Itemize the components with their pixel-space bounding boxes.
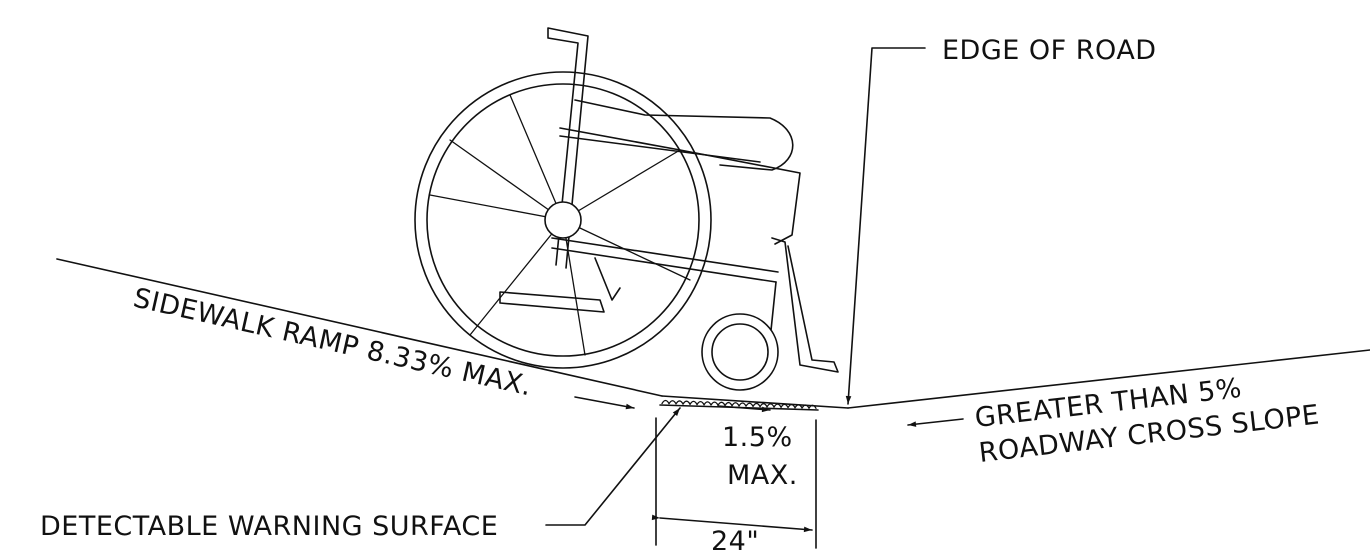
- roadway-surface: [847, 349, 1370, 409]
- detectable-warning-leader: [545, 407, 681, 526]
- rear-wheel-tire: [414, 71, 712, 369]
- landing-slope-arrow: [717, 405, 771, 413]
- sidewalk-ramp-surface: [56, 258, 663, 397]
- edge-of-road-label: EDGE OF ROAD: [942, 35, 1157, 66]
- landing-width-dimension: 24": [651, 417, 817, 550]
- edge-of-road-leader: [845, 47, 926, 405]
- sidewalk-ramp-arrow: [574, 396, 635, 410]
- rear-wheel-hub: [544, 201, 582, 239]
- roadway-slope-callout: GREATER THAN 5% ROADWAY CROSS SLOPE: [907, 373, 1321, 469]
- backrest: [559, 99, 794, 171]
- caster-rim: [711, 323, 769, 381]
- ground-profile: [56, 258, 1370, 409]
- landing-slope-value: 1.5%: [722, 422, 793, 453]
- warning-domes: [661, 399, 817, 409]
- side-guard: [499, 291, 605, 313]
- push-handle: [547, 27, 589, 269]
- roadway-slope-arrow: [907, 418, 964, 427]
- detectable-warning-callout: DETECTABLE WARNING SURFACE: [40, 407, 681, 542]
- wheelchair-icon: [414, 27, 839, 391]
- sidewalk-ramp-label: SIDEWALK RAMP 8.33% MAX.: [130, 283, 534, 403]
- landing-surface: [661, 395, 849, 409]
- dimension-line: [651, 514, 813, 533]
- sidewalk-ramp-callout: SIDEWALK RAMP 8.33% MAX.: [130, 283, 635, 410]
- axle-strut: [594, 257, 621, 301]
- footrest: [771, 237, 839, 373]
- rear-wheel-rim: [426, 83, 700, 357]
- rear-wheel-spokes: [429, 94, 691, 356]
- landing-slope-callout: 1.5% MAX.: [717, 405, 798, 491]
- landing-width-label: 24": [711, 526, 759, 550]
- detectable-warning-label: DETECTABLE WARNING SURFACE: [40, 511, 498, 542]
- seat-frame: [551, 149, 801, 283]
- caster-tire: [701, 313, 779, 391]
- landing-slope-max: MAX.: [727, 460, 798, 491]
- edge-of-road-callout: EDGE OF ROAD: [845, 35, 1157, 405]
